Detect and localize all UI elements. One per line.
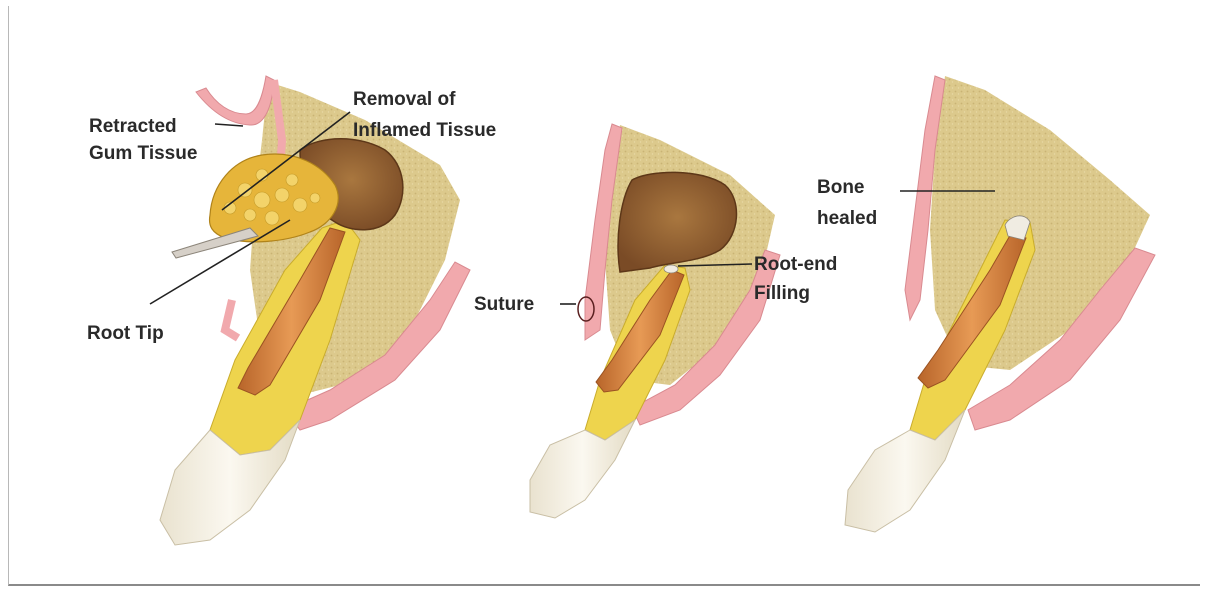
- label-bone-2: healed: [817, 208, 877, 229]
- tooth-crown: [845, 410, 965, 532]
- label-removal: Removal of: [353, 89, 456, 110]
- label-bone: Bone: [817, 177, 865, 198]
- label-root-end: Root-end: [754, 254, 837, 275]
- label-retracted-gum: Retracted: [89, 116, 177, 137]
- label-root-end-2: Filling: [754, 283, 810, 304]
- label-retracted-gum-2: Gum Tissue: [89, 143, 197, 164]
- panel-3-healed: Bone healed: [817, 76, 1155, 532]
- retracted-gum-flap: [196, 76, 274, 125]
- tooth-crown: [530, 420, 635, 518]
- root-end-filling: [664, 265, 678, 273]
- label-suture: Suture: [474, 294, 534, 315]
- label-removal-2: Inflamed Tissue: [353, 120, 496, 141]
- label-root-tip: Root Tip: [87, 323, 164, 344]
- panel-1-removal: Retracted Gum Tissue Removal of Inflamed…: [87, 76, 496, 545]
- panel-2-filling: Suture Root-end Filling: [474, 124, 837, 518]
